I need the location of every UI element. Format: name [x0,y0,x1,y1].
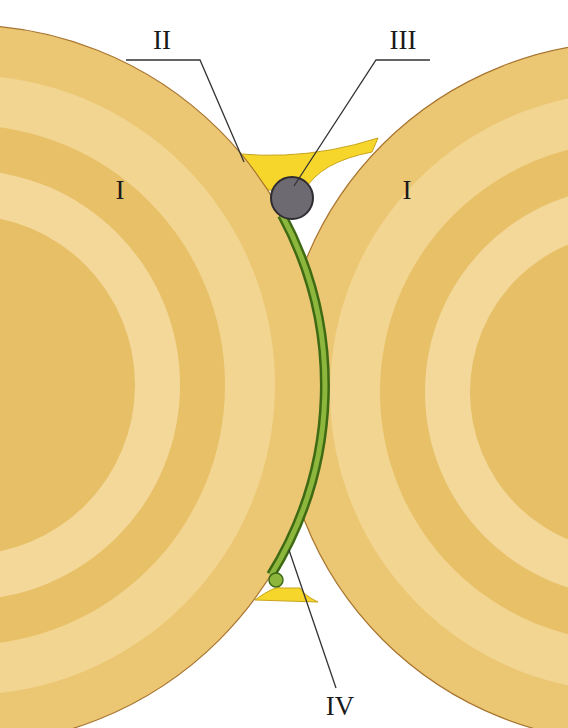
log-outline [0,25,325,728]
leader-lines [126,60,430,688]
insulation-end [269,573,283,587]
log-left [0,25,325,728]
sealing-cord [271,177,313,219]
insulation-strip [271,215,325,575]
callout-number: I [116,177,125,204]
insulation-strip [271,215,325,575]
callout-number: II [153,27,171,54]
callout-number: IV [326,693,355,720]
callout-number: I [403,177,412,204]
sealant [255,588,318,603]
callout-number: III [390,27,417,54]
